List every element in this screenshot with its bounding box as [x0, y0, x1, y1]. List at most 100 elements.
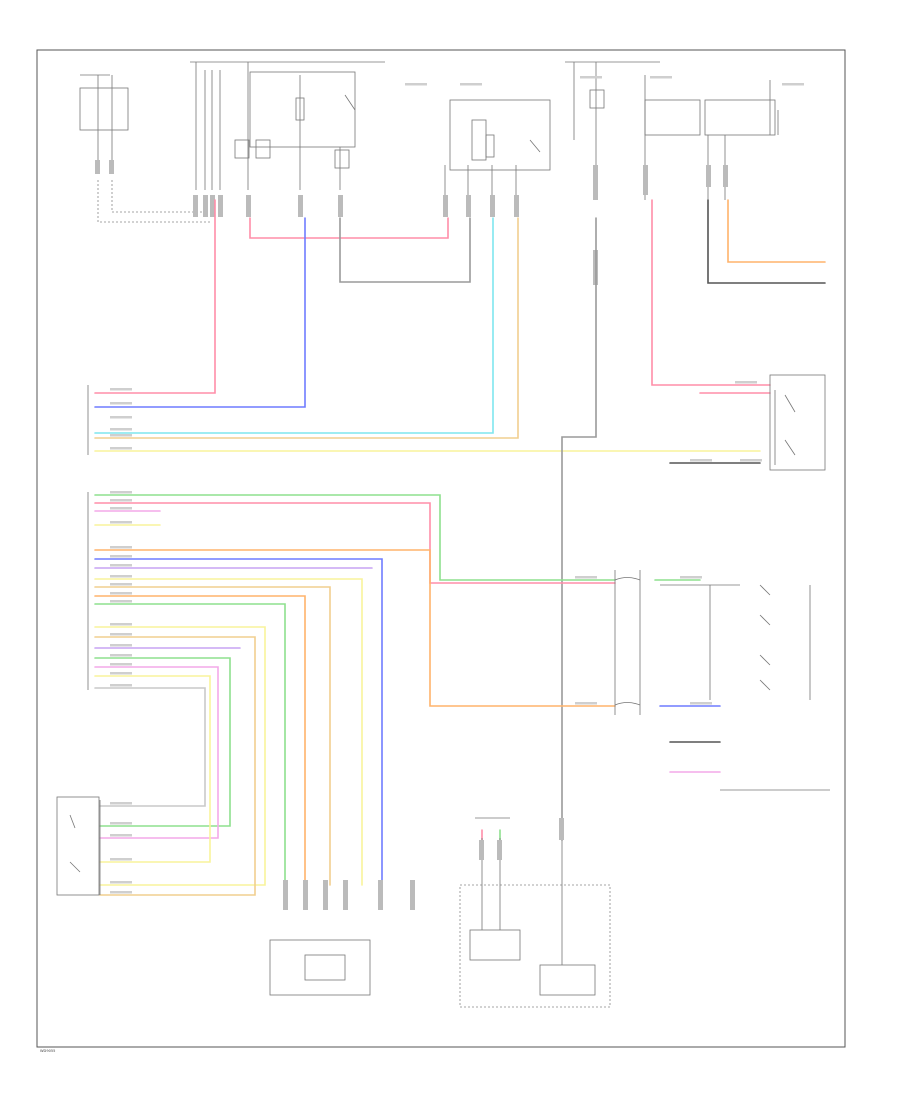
- stoplight-switch-box: [769, 374, 826, 471]
- label-mark: [110, 600, 132, 603]
- label-mark: [110, 447, 132, 450]
- label-mark: [110, 564, 132, 567]
- label-mark: [110, 402, 132, 405]
- label-mark: [405, 83, 427, 86]
- label-mark: [110, 555, 132, 558]
- label-mark: [110, 802, 132, 805]
- label-mark: [110, 663, 132, 666]
- wire-red-loop: [249, 217, 449, 239]
- wire-group: [94, 199, 826, 896]
- label-mark: [735, 381, 757, 384]
- label-mark: [782, 83, 804, 86]
- page-label: WD9055: [40, 1049, 55, 1053]
- label-mark: [110, 434, 132, 437]
- label-mark: [110, 521, 132, 524]
- label-mark: [110, 507, 132, 510]
- relay-right-a: [644, 99, 701, 136]
- combination-meter: [459, 817, 611, 1008]
- wire-pink-c: [94, 666, 219, 839]
- label-marks: [110, 76, 804, 894]
- label-mark: [690, 702, 712, 705]
- wire-blue-a: [94, 558, 383, 886]
- label-mark: [110, 592, 132, 595]
- label-mark: [110, 822, 132, 825]
- meter-module-left: [469, 929, 521, 961]
- wire-orange-b: [94, 595, 306, 886]
- wire-green-b: [94, 603, 286, 886]
- wire-tan: [94, 217, 519, 439]
- label-mark: [110, 633, 132, 636]
- label-mark: [460, 83, 482, 86]
- dual-relay-left: [471, 119, 487, 161]
- wire-red-top: [94, 199, 216, 394]
- diagram-border: [36, 49, 846, 1048]
- accelerator-pedal-sensor: [56, 796, 101, 896]
- label-mark: [110, 575, 132, 578]
- wire-green-c: [94, 657, 231, 827]
- pedal-sensor-box: [56, 796, 100, 896]
- cruise-control-switch-block: [614, 570, 830, 791]
- label-mark: [740, 459, 762, 462]
- wire-blue-top: [94, 217, 306, 408]
- connector-left-1: [95, 160, 100, 174]
- wire-black-right: [707, 199, 826, 284]
- fuse-a: [234, 139, 250, 159]
- relay-box: [249, 71, 356, 148]
- wire-gray-vertical: [561, 217, 597, 841]
- meter-module-right: [539, 964, 596, 996]
- wire-gray-loop: [339, 217, 471, 283]
- label-mark: [110, 672, 132, 675]
- label-mark: [110, 644, 132, 647]
- combination-meter-box: [459, 884, 611, 1008]
- label-mark: [110, 583, 132, 586]
- wire-green-a: [94, 494, 616, 581]
- label-mark: [110, 858, 132, 861]
- top-right-fuse-section: [565, 61, 779, 285]
- label-mark: [110, 416, 132, 419]
- wire-tan-b: [94, 586, 331, 886]
- throttle-motor: [304, 954, 346, 981]
- relay-right-b: [704, 99, 776, 136]
- dual-relay-box: [449, 99, 551, 171]
- label-mark: [110, 491, 132, 494]
- relay-coil: [295, 97, 305, 121]
- wire-orange-right: [727, 199, 826, 263]
- label-mark: [110, 834, 132, 837]
- wire-yellow-b: [94, 578, 363, 886]
- wire-orange-a: [94, 549, 616, 707]
- dual-relay-section: [443, 99, 551, 217]
- label-mark: [110, 891, 132, 894]
- top-left-fuse-section: [79, 74, 212, 223]
- label-mark: [110, 546, 132, 549]
- wire-tan-c: [94, 636, 256, 896]
- dual-relay-coil: [485, 134, 495, 158]
- wire-red-right: [651, 199, 771, 386]
- label-mark: [110, 388, 132, 391]
- wire-cyan: [94, 217, 494, 434]
- label-mark: [110, 499, 132, 502]
- stoplight-switch-block: [769, 374, 826, 471]
- wire-red-a: [94, 502, 616, 584]
- label-mark: [575, 576, 597, 579]
- wire-gray-d: [94, 687, 206, 807]
- label-mark: [575, 702, 597, 705]
- fuse-b: [255, 139, 271, 159]
- label-mark: [680, 576, 702, 579]
- wire-yellow-c: [94, 626, 266, 886]
- connector-left-2: [109, 160, 114, 174]
- label-mark: [650, 76, 672, 79]
- label-mark: [110, 428, 132, 431]
- label-mark: [110, 881, 132, 884]
- throttle-body: [269, 880, 415, 996]
- throttle-body-box: [269, 939, 371, 996]
- fuse-c: [334, 149, 350, 169]
- label-mark: [690, 459, 712, 462]
- label-mark: [110, 654, 132, 657]
- top-fuse-bus: [190, 61, 385, 217]
- label-mark: [110, 684, 132, 687]
- label-mark: [110, 623, 132, 626]
- wire-yellow-d: [94, 675, 211, 863]
- fuse-right-a: [589, 89, 605, 109]
